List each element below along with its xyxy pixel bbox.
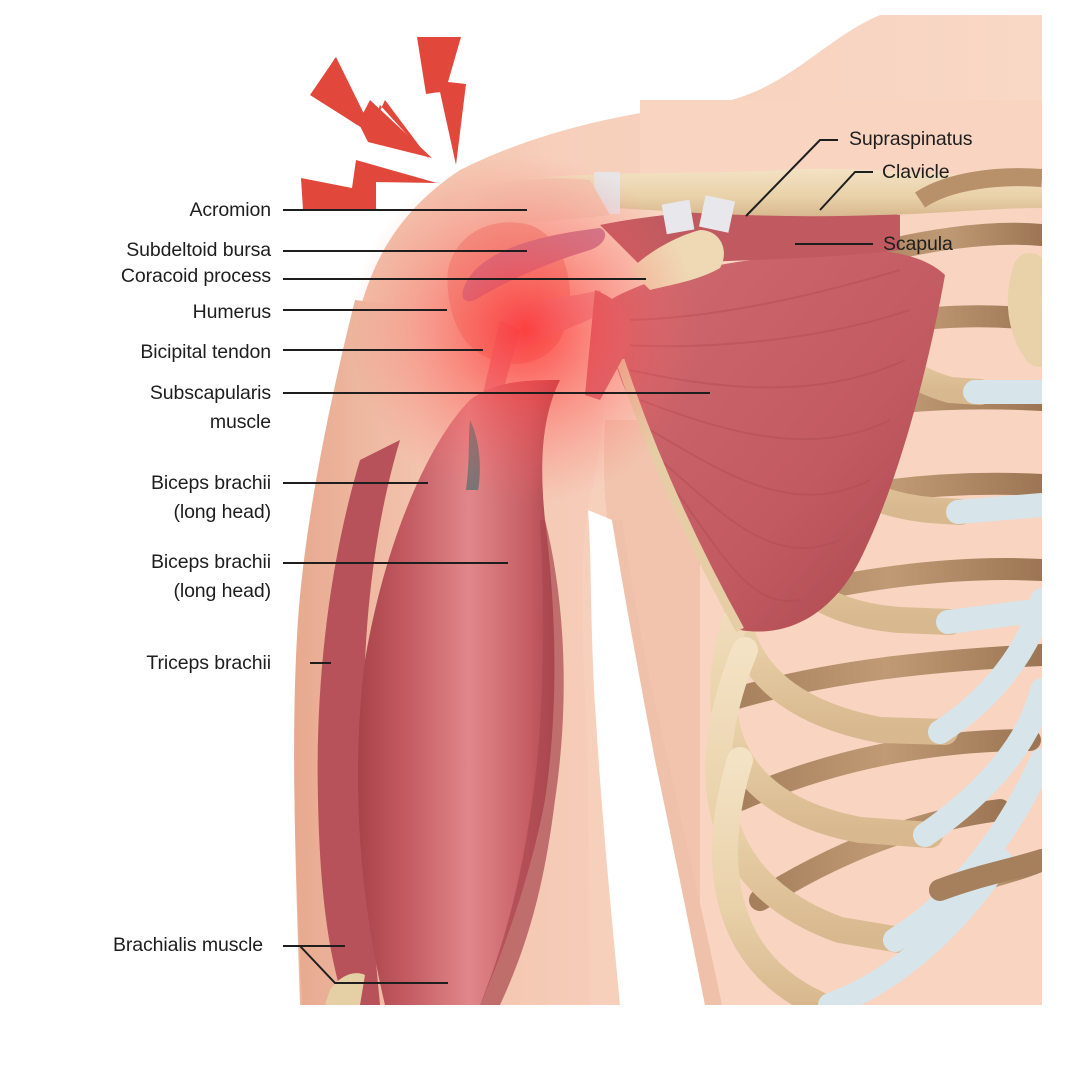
label-line: muscle: [209, 411, 271, 433]
label-supraspinatus: Supraspinatus: [849, 128, 973, 150]
ligament: [661, 199, 695, 235]
label-humerus: Humerus: [192, 301, 272, 323]
label-acromion: Acromion: [189, 199, 271, 221]
label-subscapularis-muscle: Subscapularis muscle: [150, 382, 271, 434]
label-biceps-brachii-long-head-2: Biceps brachii (long head): [151, 551, 271, 603]
ligament: [699, 195, 735, 233]
pain-indicator: [301, 37, 466, 210]
label-line: Biceps brachii: [151, 551, 271, 573]
label-scapula: Scapula: [883, 233, 953, 255]
label-bicipital-tendon: Bicipital tendon: [140, 341, 271, 363]
label-biceps-brachii-long-head-1: Biceps brachii (long head): [151, 472, 271, 524]
leader-lines: [283, 139, 873, 984]
label-line: Biceps brachii: [151, 472, 271, 494]
label-subdeltoid-bursa: Subdeltoid bursa: [126, 239, 271, 261]
lightning-bolt-icon: [417, 37, 466, 165]
label-brachialis-muscle: Brachialis muscle: [112, 934, 263, 956]
label-line: Subscapularis: [149, 382, 271, 404]
pain-glow: [350, 155, 700, 505]
label-triceps-brachii: Triceps brachii: [146, 652, 271, 674]
label-clavicle: Clavicle: [882, 161, 950, 183]
lightning-bolt-icon: [310, 57, 430, 160]
biceps-brachii: [357, 380, 560, 1005]
triceps-brachii: [317, 440, 400, 1005]
label-line: (long head): [173, 580, 271, 602]
clavicle-bone: [520, 168, 1042, 217]
label-coracoid-process: Coracoid process: [120, 265, 271, 287]
lightning-bolt-icon: [301, 160, 437, 210]
label-line: (long head): [173, 501, 271, 523]
